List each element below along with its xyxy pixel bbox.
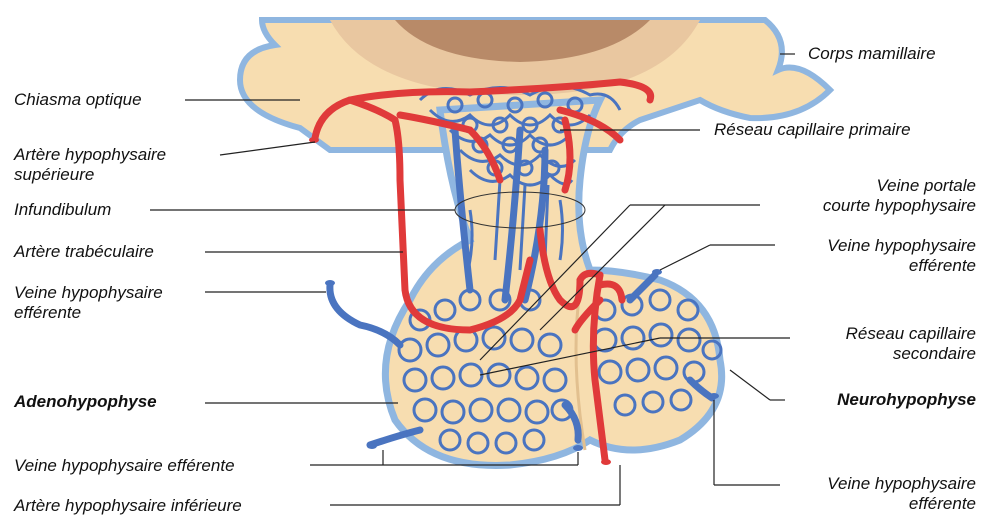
label-veine-efferente-bottom-right-line2: efférente xyxy=(909,494,976,514)
label-neurohypophyse: Neurohypophyse xyxy=(837,390,976,410)
label-veine-portale-line2: courte hypophysaire xyxy=(823,196,976,216)
label-artere-hypophysaire-superieure-line2: supérieure xyxy=(14,165,94,185)
label-artere-trabeculaire: Artère trabéculaire xyxy=(14,242,154,262)
label-reseau-secondaire-line2: secondaire xyxy=(893,344,976,364)
label-reseau-secondaire-line1: Réseau capillaire xyxy=(846,324,976,344)
label-veine-efferente-bottom-right-line1: Veine hypophysaire xyxy=(827,474,976,494)
label-veine-efferente-left-line1: Veine hypophysaire xyxy=(14,283,163,303)
label-reseau-capillaire-primaire: Réseau capillaire primaire xyxy=(714,120,911,140)
label-infundibulum: Infundibulum xyxy=(14,200,111,220)
label-veine-efferente-right-line2: efférente xyxy=(909,256,976,276)
label-chiasma-optique: Chiasma optique xyxy=(14,90,142,110)
label-veine-efferente-right-line1: Veine hypophysaire xyxy=(827,236,976,256)
label-corps-mamillaire: Corps mamillaire xyxy=(808,44,936,64)
label-artere-inferieure: Artère hypophysaire inférieure xyxy=(14,496,242,516)
label-veine-efferente-left-line2: efférente xyxy=(14,303,81,323)
label-veine-efferente-bottom: Veine hypophysaire efférente xyxy=(14,456,235,476)
label-adenohypophyse: Adenohypophyse xyxy=(14,392,157,412)
label-veine-portale-line1: Veine portale xyxy=(876,176,976,196)
label-artere-hypophysaire-superieure-line1: Artère hypophysaire xyxy=(14,145,166,165)
